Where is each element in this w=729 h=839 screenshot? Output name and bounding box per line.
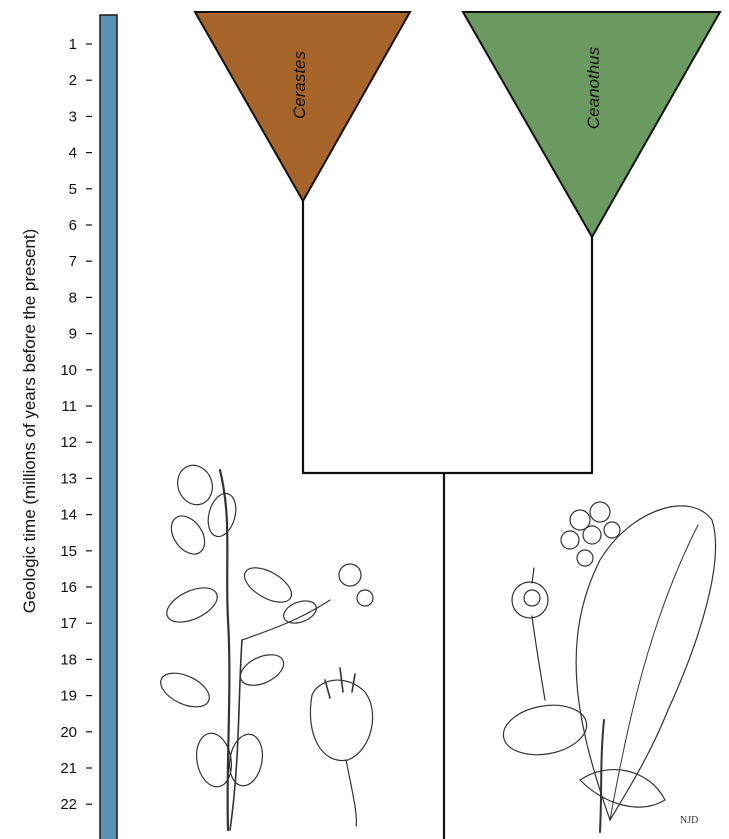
axis-tick-label: 3	[69, 108, 77, 125]
axis-tick-label: 10	[60, 362, 77, 379]
axis-tick-label: 17	[60, 615, 77, 632]
cerastes-label: Cerastes	[290, 50, 309, 119]
axis-tick-label: 15	[60, 543, 77, 560]
axis-tick-label: 14	[60, 507, 77, 524]
cerastes-plant-drawing	[156, 460, 373, 830]
axis-tick-label: 1	[69, 36, 77, 53]
axis-tick-label: 8	[69, 289, 77, 306]
axis-tick-label: 9	[69, 326, 77, 343]
axis-tick-label: 22	[60, 796, 77, 813]
axis-tick-label: 5	[69, 181, 77, 198]
axis-tick-label: 11	[61, 398, 77, 415]
axis-tick-label: 6	[69, 217, 77, 234]
time-axis-bar	[100, 15, 117, 839]
axis-tick-label: 12	[60, 434, 77, 451]
axis-tick-label: 20	[60, 724, 77, 741]
axis-title: Geologic time (millions of years before …	[20, 229, 39, 614]
axis-tick-label: 21	[60, 760, 77, 777]
ceanothus-label: Ceanothus	[584, 46, 603, 129]
axis-tick-label: 19	[60, 688, 77, 705]
phylogeny-tree	[302, 200, 593, 839]
svg-text:NJD: NJD	[680, 815, 698, 826]
ceanothus-plant-drawing: NJD	[499, 502, 715, 832]
axis-tick-label: 13	[60, 470, 77, 487]
axis-tick-label: 18	[60, 651, 77, 668]
axis-tick-label: 4	[69, 145, 77, 162]
axis-tick-label: 7	[69, 253, 77, 270]
axis-tick-label: 2	[69, 72, 77, 89]
axis-tick-label: 16	[60, 579, 77, 596]
